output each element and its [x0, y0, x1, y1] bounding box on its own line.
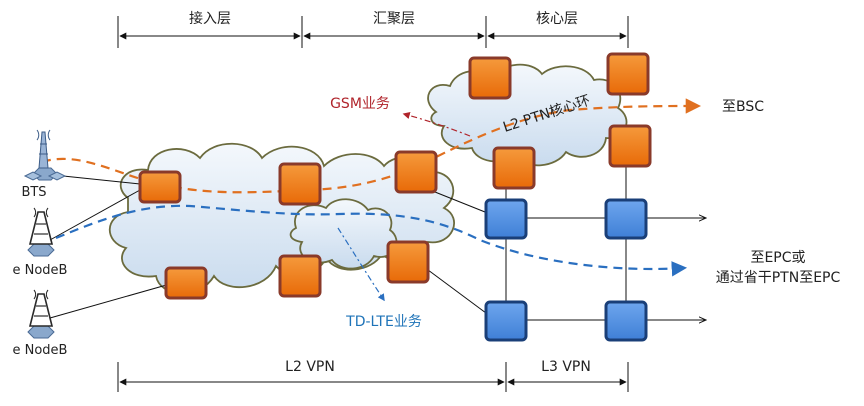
enodeb-tower-icon	[27, 207, 55, 257]
l3-node-1	[484, 198, 528, 240]
l2-vpn-label: L2 VPN	[285, 359, 335, 375]
ptn-node-access-2	[164, 266, 208, 300]
enodeb-label-1: e NodeB	[13, 263, 68, 278]
bts-tower-icon	[23, 129, 67, 181]
l3-node-4	[604, 300, 648, 342]
core-layer-label: 核心层	[536, 11, 578, 27]
ptn-node-aggregation-2	[278, 254, 322, 298]
access-layer-label: 接入层	[189, 10, 231, 27]
ptn-node-aggregation-4	[386, 240, 430, 284]
l3-node-3	[484, 300, 528, 342]
to-bsc-label: 至BSC	[722, 99, 764, 115]
to-epc-label-line1: 至EPC或	[750, 250, 805, 266]
ptn-node-core-1	[468, 56, 512, 100]
enodeb-tower-icon	[27, 289, 55, 339]
ptn-node-core-4	[608, 124, 652, 168]
bts-label: BTS	[21, 185, 46, 200]
ptn-node-core-3	[492, 146, 536, 190]
ptn-node-aggregation-1	[278, 162, 322, 206]
ptn-node-access-1	[138, 170, 182, 204]
access-aggregation-cloud	[108, 142, 455, 295]
orange-ptn-nodes	[138, 52, 652, 300]
tdlte-service-label: TD-LTE业务	[345, 314, 422, 330]
ptn-node-core-2	[606, 52, 650, 96]
gsm-service-label: GSM业务	[330, 96, 390, 112]
enodeb-label-2: e NodeB	[13, 343, 68, 358]
ptn-node-aggregation-3	[394, 150, 438, 194]
tdlte-service-path	[55, 204, 688, 277]
l3-vpn-label: L3 VPN	[541, 359, 591, 375]
aggregation-layer-label: 汇聚层	[373, 11, 415, 27]
blue-l3-nodes	[484, 198, 648, 342]
l3-node-2	[604, 198, 648, 240]
layer-dimension-lines	[117, 16, 629, 48]
to-epc-label-line2: 通过省干PTN至EPC	[716, 270, 841, 286]
vpn-dimension-lines	[117, 362, 629, 392]
